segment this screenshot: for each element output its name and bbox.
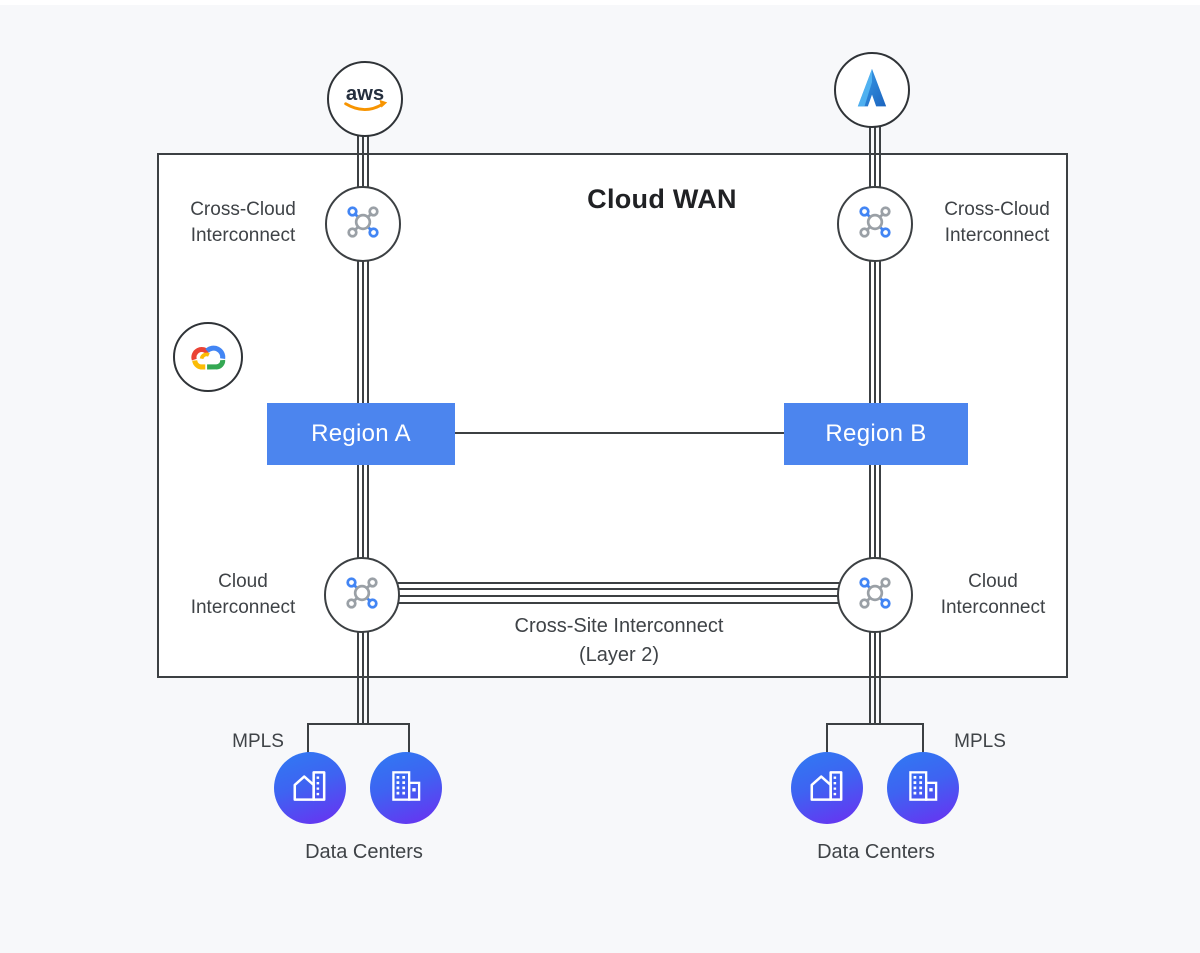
- home-building-icon: [806, 765, 848, 812]
- home-building-icon: [289, 765, 331, 812]
- link-region-b-to-ci-overlay: [869, 465, 881, 559]
- office-building-icon: [902, 765, 944, 812]
- data-center-right-2: [887, 752, 959, 824]
- aws-logo-icon: aws: [336, 75, 394, 124]
- cross-site-interconnect-label: Cross-Site Interconnect (Layer 2): [514, 615, 724, 666]
- cross-cloud-interconnect-left-label: Cross-Cloud Interconnect: [190, 199, 296, 246]
- link-ci-left-inside-box: [357, 632, 369, 676]
- data-center-left-1: [274, 752, 346, 824]
- aws-node: aws: [327, 61, 403, 137]
- network-node-icon: [341, 572, 383, 619]
- region-b-label: Region B: [825, 420, 927, 447]
- mpls-bracket-left: [307, 723, 410, 753]
- link-ci-right-inside-box: [869, 632, 881, 676]
- cloud-interconnect-left-node: [324, 557, 400, 633]
- cross-cloud-interconnect-left-node: [325, 186, 401, 262]
- cloud-interconnect-right-label: Cloud Interconnect: [940, 571, 1046, 618]
- region-a-box: Region A: [267, 403, 455, 465]
- link-aws-inside-box: [357, 155, 369, 188]
- aws-wordmark: aws: [346, 82, 384, 104]
- azure-logo-icon: [847, 63, 897, 118]
- region-b-box: Region B: [784, 403, 968, 465]
- azure-node: [834, 52, 910, 128]
- mpls-bracket-right: [826, 723, 924, 753]
- google-cloud-node: [173, 322, 243, 392]
- link-cci-to-region-b-overlay: [869, 260, 881, 404]
- link-region-a-to-ci-overlay: [357, 465, 369, 559]
- data-centers-right-label: Data Centers: [817, 841, 935, 863]
- link-azure-inside-box: [869, 155, 881, 188]
- cloud-interconnect-left-label: Cloud Interconnect: [190, 571, 296, 618]
- link-region-a-region-b-overlay: [455, 432, 785, 434]
- link-cci-to-region-a-overlay: [357, 260, 369, 404]
- top-strip: [0, 0, 1200, 5]
- network-node-icon: [854, 201, 896, 248]
- office-building-icon: [385, 765, 427, 812]
- google-cloud-logo-icon: [186, 336, 230, 379]
- cross-cloud-interconnect-right-node: [837, 186, 913, 262]
- region-a-label: Region A: [311, 420, 411, 447]
- cloud-interconnect-right-node: [837, 557, 913, 633]
- network-node-icon: [342, 201, 384, 248]
- data-centers-left-label: Data Centers: [305, 841, 423, 863]
- link-cross-site-overlay: [398, 582, 839, 604]
- data-center-right-1: [791, 752, 863, 824]
- diagram-title: Cloud WAN: [587, 184, 737, 214]
- network-node-icon: [854, 572, 896, 619]
- mpls-right-label: MPLS: [954, 731, 1006, 752]
- cross-cloud-interconnect-right-label: Cross-Cloud Interconnect: [944, 199, 1050, 246]
- mpls-left-label: MPLS: [232, 731, 284, 752]
- data-center-left-2: [370, 752, 442, 824]
